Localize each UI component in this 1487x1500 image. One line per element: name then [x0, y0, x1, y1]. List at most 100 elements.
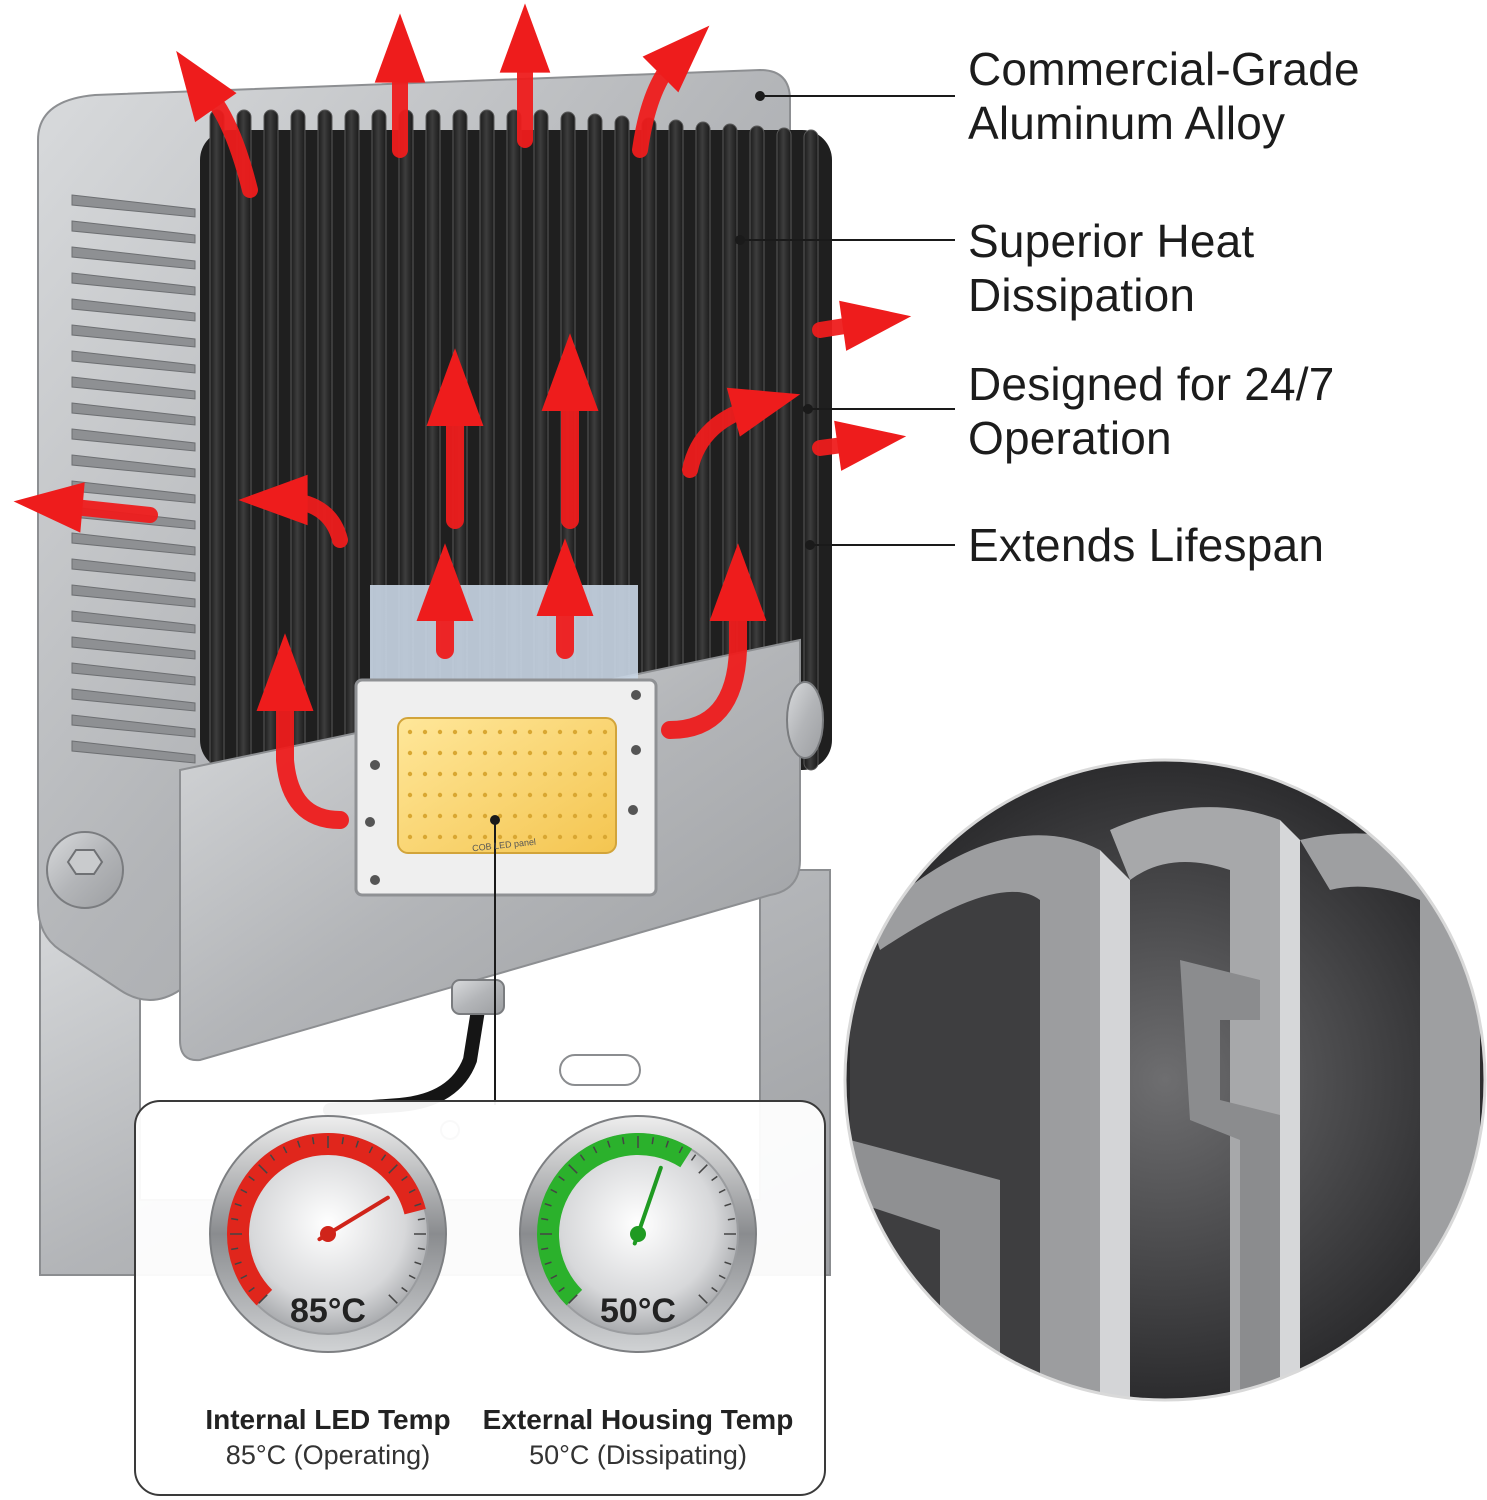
led-chip [527, 792, 533, 798]
led-chip [557, 834, 563, 840]
led-chip [542, 729, 548, 735]
led-chip [482, 792, 488, 798]
external-housing-temp-title: External Housing Temp [482, 1404, 794, 1435]
led-chip [452, 771, 458, 777]
led-chip [422, 813, 428, 819]
led-chip [527, 834, 533, 840]
led-chip [407, 834, 413, 840]
heatsink-fin [344, 109, 360, 771]
led-chip [557, 813, 563, 819]
led-chip [407, 729, 413, 735]
side-fin [71, 688, 196, 712]
side-fin [71, 272, 196, 296]
feature-aluminum-alloy: Commercial-Grade Aluminum Alloy [968, 43, 1360, 149]
gauges [209, 1115, 757, 1353]
heat-arrow [416, 543, 474, 659]
led-chip [572, 792, 578, 798]
side-fin [71, 740, 196, 764]
bracket-bolt [46, 831, 124, 909]
led-chip [437, 750, 443, 756]
heat-arrow [256, 633, 349, 829]
led-chip [512, 813, 518, 819]
heat-arrow [541, 333, 599, 529]
led-chip [602, 834, 608, 840]
led-chip [422, 771, 428, 777]
led-chip [467, 771, 473, 777]
heatsink-fin [317, 109, 333, 771]
led-chip [602, 771, 608, 777]
led-chip [557, 771, 563, 777]
led-chip [542, 771, 548, 777]
feature-extends-lifespan: Extends Lifespan [968, 519, 1325, 571]
side-fin [71, 714, 196, 738]
led-chip [452, 750, 458, 756]
led-chip [542, 834, 548, 840]
side-fin [71, 402, 196, 426]
led-chip [437, 813, 443, 819]
side-fin [71, 532, 196, 556]
led-chip [452, 792, 458, 798]
led-chip [587, 813, 593, 819]
led-chip [572, 813, 578, 819]
led-chip [587, 792, 593, 798]
led-chip [572, 834, 578, 840]
side-fin [71, 298, 196, 322]
bracket-bolt-right [786, 681, 824, 759]
led-chip [422, 834, 428, 840]
led-chip [527, 813, 533, 819]
zoom-detail-fins [843, 758, 1487, 1402]
led-chip [497, 792, 503, 798]
led-chip [452, 813, 458, 819]
led-chip [557, 792, 563, 798]
led-chip [407, 771, 413, 777]
led-chip [527, 771, 533, 777]
heat-arrow [536, 538, 594, 659]
led-chip [527, 750, 533, 756]
side-fins [71, 194, 196, 764]
side-fin [71, 220, 196, 244]
side-fin [71, 376, 196, 400]
led-chip [422, 792, 428, 798]
led-chip [437, 834, 443, 840]
gauge-arc [227, 1133, 426, 1306]
led-chip [512, 834, 518, 840]
led-chip [497, 729, 503, 735]
heat-arrow [632, 25, 710, 158]
internal-led-temp-gauge [209, 1115, 447, 1353]
led-chip [437, 729, 443, 735]
feature-24-7-operation: Designed for 24/7 Operation [968, 358, 1335, 464]
external-housing-temp-value: 50°C [600, 1292, 676, 1330]
temperature-comparison-card: 85°C 50°C Internal LED Temp 85°C (Operat… [134, 1100, 826, 1496]
internal-led-temp-title: Internal LED Temp [205, 1404, 451, 1435]
side-fin [71, 428, 196, 452]
led-chip [482, 834, 488, 840]
led-chip [467, 834, 473, 840]
led-chip [572, 750, 578, 756]
heat-arrow [812, 420, 907, 471]
side-fin [71, 610, 196, 634]
led-chip [482, 750, 488, 756]
led-chip [527, 729, 533, 735]
led-chip [572, 771, 578, 777]
heatsink-fin [236, 109, 252, 771]
led-chip [602, 750, 608, 756]
led-chip [602, 813, 608, 819]
led-chip [572, 729, 578, 735]
side-fin [71, 454, 196, 478]
internal-led-temp-subtitle: 85°C (Operating) [225, 1440, 431, 1470]
led-chip [422, 729, 428, 735]
heatsink-fin [209, 109, 225, 771]
led-chip [602, 729, 608, 735]
heat-arrow [426, 348, 484, 529]
led-chip [587, 750, 593, 756]
gauge-arc [537, 1133, 693, 1306]
internal-led-temp-value: 85°C [290, 1292, 366, 1330]
side-fin [71, 636, 196, 660]
side-fin [71, 584, 196, 608]
led-chip [497, 771, 503, 777]
heat-arrow [812, 300, 912, 351]
led-chip [467, 792, 473, 798]
feature-heat-dissipation: Superior Heat Dissipation [968, 215, 1255, 321]
side-fin [71, 324, 196, 348]
